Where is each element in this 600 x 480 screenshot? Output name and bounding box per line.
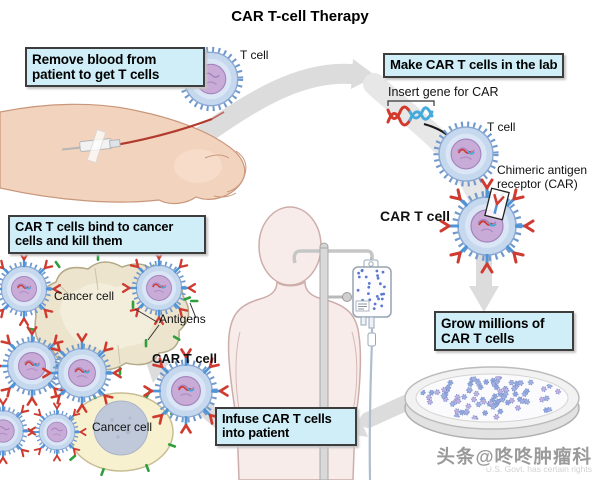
iv-pole-icon bbox=[292, 242, 374, 480]
step-box-remove-blood: Remove blood from patient to get T cells bbox=[25, 47, 205, 88]
dna-icon bbox=[386, 100, 435, 127]
label-t-cell-lab: T cell bbox=[487, 120, 516, 134]
watermark: 头条@咚咚肿瘤科 bbox=[436, 446, 592, 467]
label-cancer-cell-lower: Cancer cell bbox=[92, 420, 153, 434]
car-t-cell-icon bbox=[441, 180, 533, 272]
label-car-receptor: Chimeric antigen receptor (CAR) bbox=[497, 163, 588, 191]
step-box-make-car: Make CAR T cells in the lab bbox=[383, 53, 565, 78]
arm-icon bbox=[0, 103, 247, 205]
label-car-t-cell-bound: CAR T cell bbox=[152, 351, 218, 366]
step-box-infuse: Infuse CAR T cells into patient bbox=[215, 407, 357, 446]
catheter-icon bbox=[62, 128, 121, 164]
label-insert-gene: Insert gene for CAR bbox=[388, 85, 499, 99]
arrow-to-lab-icon bbox=[186, 59, 376, 150]
step-box-bind: CAR T cells bind to cancer cells and kil… bbox=[8, 215, 206, 254]
petri-dish-icon bbox=[404, 366, 580, 440]
antigen-pointer-lines bbox=[134, 302, 197, 341]
label-antigens: Antigens bbox=[159, 312, 206, 326]
label-car-t-cell: CAR T cell bbox=[380, 208, 451, 224]
iv-bag-icon bbox=[352, 257, 392, 480]
step-box-grow: Grow millions of CAR T cells bbox=[434, 311, 574, 352]
page-title: CAR T-cell Therapy bbox=[231, 8, 369, 25]
label-cancer-cell-upper: Cancer cell bbox=[54, 289, 115, 303]
cancer-cell-lower-icon bbox=[61, 389, 179, 477]
label-t-cell-top: T cell bbox=[240, 48, 269, 62]
rights-note: U.S. Govt. has certain rights bbox=[485, 464, 592, 474]
car-receptor-frame-icon bbox=[484, 187, 510, 221]
